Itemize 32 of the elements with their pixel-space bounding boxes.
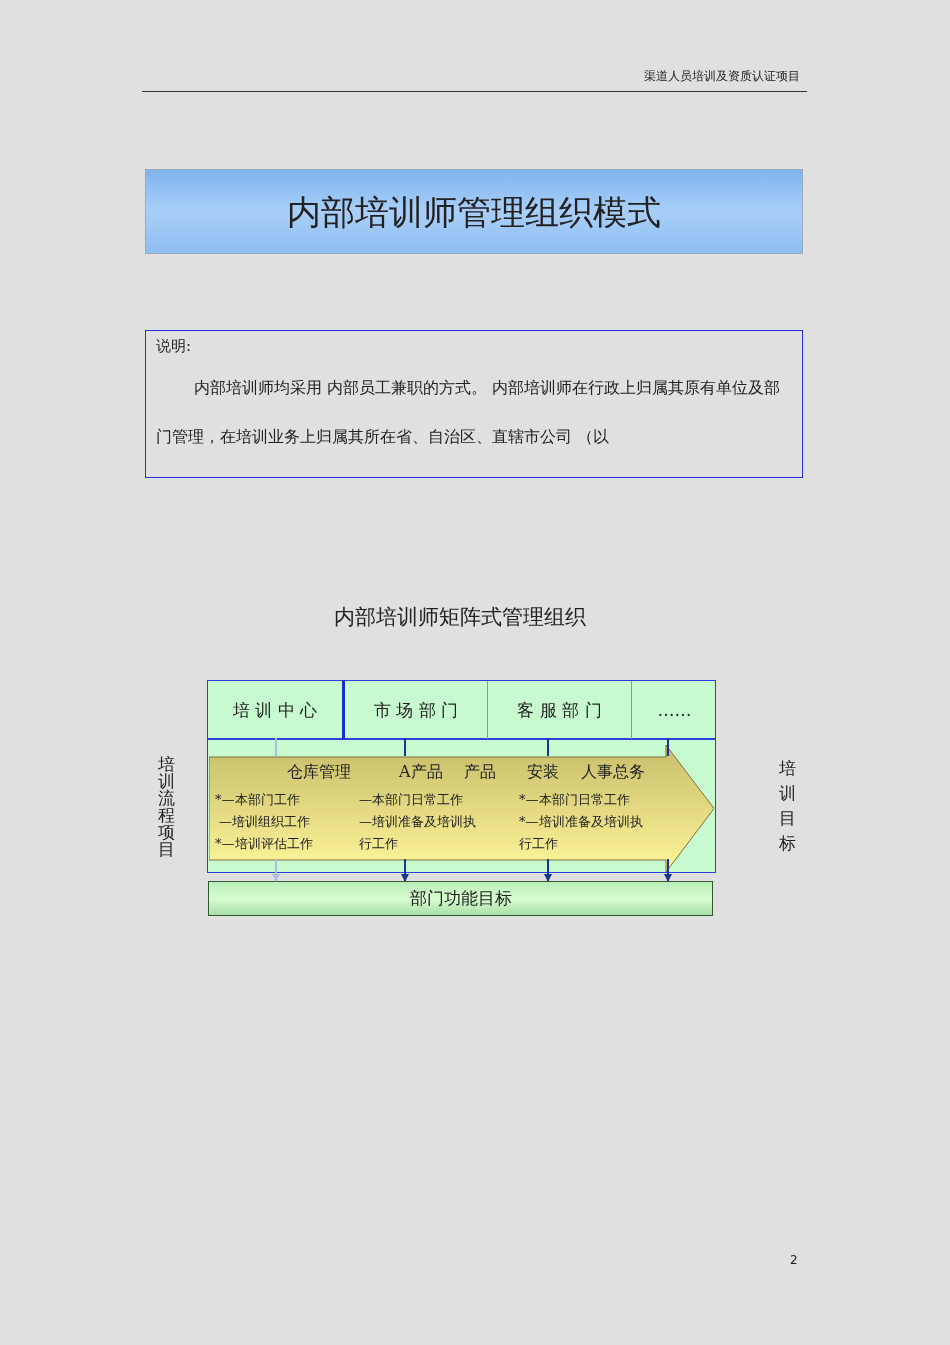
department-cell: 培 训 中 心: [208, 681, 345, 739]
vertical-label: 培训流程项目: [156, 756, 176, 858]
task-text: *—培训准备及培训执行工作: [519, 813, 644, 853]
category-text: 产品: [464, 761, 496, 783]
task-text: —培训组织工作: [219, 813, 310, 831]
note-paragraph: 内部培训师均采用 内部员工兼职的方式。 内部培训师在行政上归属其原有单位及部门管理，在培训业务上归属其所在省、自治区、直辖市公司 （以: [156, 377, 782, 448]
arrow: [401, 858, 409, 882]
arrow: [272, 858, 280, 882]
category-text: A产品: [399, 761, 443, 783]
department-cell: 市 场 部 门: [345, 681, 488, 739]
matrix-box: [207, 680, 716, 873]
title-banner: 内部培训师管理组织模式: [145, 169, 803, 254]
process-arrow: [209, 745, 714, 872]
page-header: 渠道人员培训及资质认证项目: [643, 68, 800, 85]
note-heading: 说明:: [156, 337, 192, 356]
task-text: *—培训评估工作: [215, 835, 313, 853]
goal-box: 部门功能目标: [208, 881, 713, 916]
vertical-label: 培训目标: [777, 757, 797, 855]
category-text: 人事总务: [581, 761, 645, 783]
category-text: 仓库管理: [287, 761, 351, 783]
task-text: *—本部门工作: [215, 791, 300, 809]
department-cell: 客 服 部 门: [488, 681, 632, 739]
page-number: 2: [790, 1253, 799, 1267]
task-text: —本部门日常工作: [359, 791, 463, 809]
department-cell: ……: [632, 681, 717, 739]
arrow: [664, 858, 672, 882]
task-text: *—本部门日常工作: [519, 791, 630, 809]
note-box: [145, 330, 803, 478]
arrow: [544, 858, 552, 882]
task-text: —培训准备及培训执行工作: [359, 813, 477, 853]
category-text: 安装: [527, 761, 559, 783]
diagram-heading: 内部培训师矩阵式管理组织: [333, 604, 587, 631]
